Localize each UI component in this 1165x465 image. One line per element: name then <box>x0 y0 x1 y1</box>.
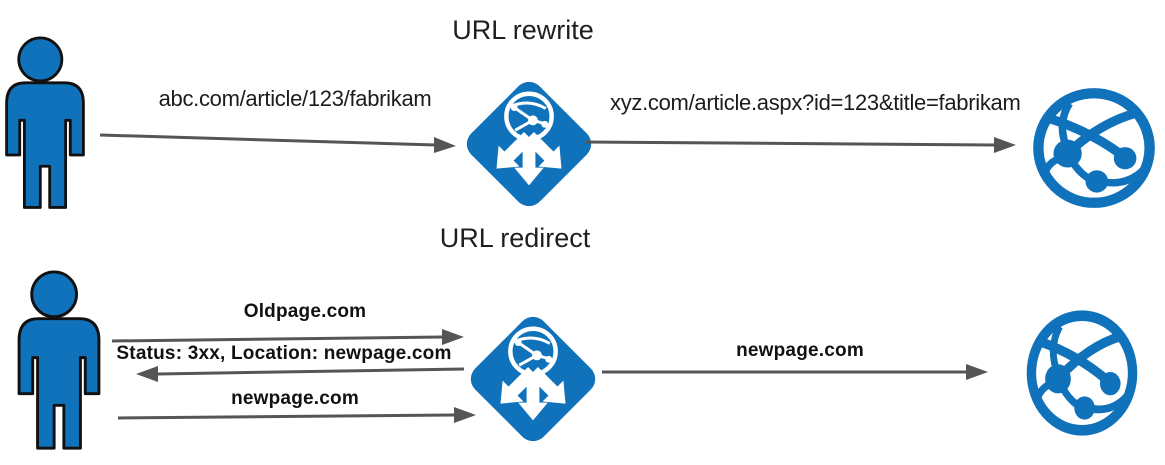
application-gateway-icon <box>460 75 598 213</box>
redirect-followup-label: newpage.com <box>231 388 359 409</box>
person-icon <box>2 36 88 214</box>
application-gateway-icon <box>464 310 602 448</box>
rewrite-rewritten-label: xyz.com/article.aspx?id=123&title=fabrik… <box>610 90 1021 115</box>
rewrite-forward-arrow <box>586 132 1022 158</box>
rewrite-request-arrow <box>98 126 460 156</box>
redirect-forward-arrow <box>602 360 994 384</box>
url-rewrite-title: URL rewrite <box>452 15 594 45</box>
gateway-trident-glyph <box>496 132 562 186</box>
url-redirect-title: URL redirect <box>439 223 591 253</box>
gateway-globe-glyph <box>504 91 554 142</box>
redirect-followup-arrow <box>118 404 482 428</box>
redirect-response-arrow <box>134 360 464 386</box>
web-app-globe-icon <box>1028 83 1160 213</box>
redirect-forward-label: newpage.com <box>736 340 864 361</box>
web-app-globe-icon <box>1022 305 1142 441</box>
redirect-request-label: Oldpage.com <box>243 301 367 322</box>
gateway-trident-glyph <box>500 367 566 421</box>
redirect-response-label: Status: 3xx, Location: newpage.com <box>116 343 452 364</box>
rewrite-request-label: abc.com/article/123/fabrikam <box>158 86 432 111</box>
redirect-request-arrow <box>112 326 468 350</box>
person-icon <box>14 270 104 455</box>
